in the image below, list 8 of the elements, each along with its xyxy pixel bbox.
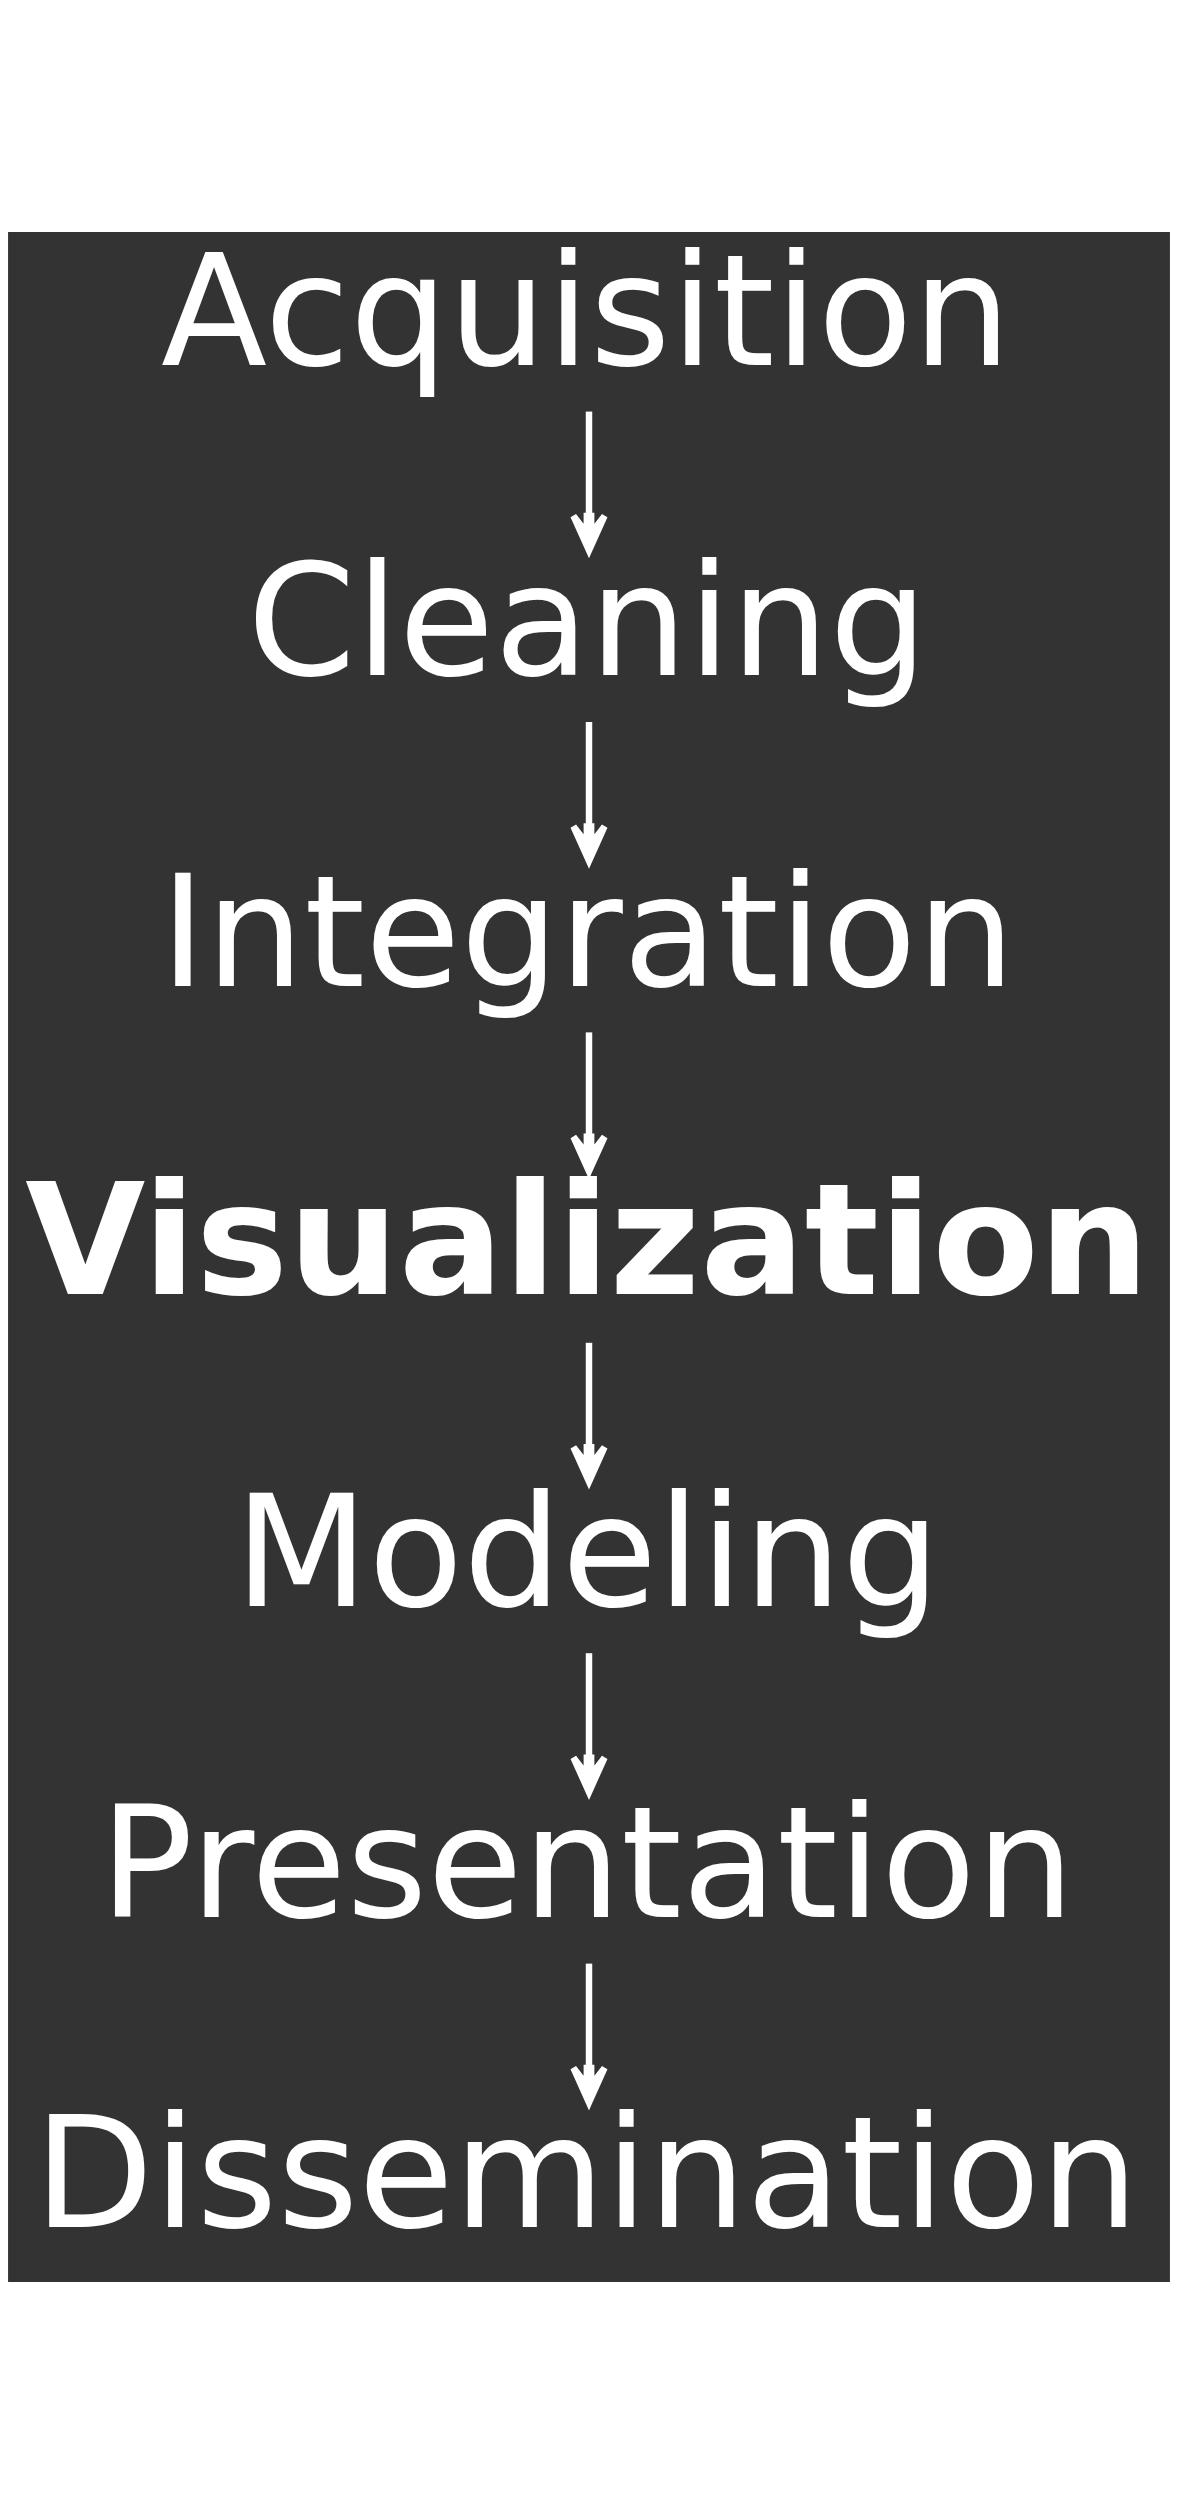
node-text: Integration bbox=[160, 841, 1016, 1023]
node-text: Presentation bbox=[99, 1772, 1075, 1954]
node-text: Cleaning bbox=[247, 531, 928, 713]
node-text: Dissemination bbox=[33, 2083, 1139, 2265]
arrow bbox=[570, 1032, 608, 1175]
node-text: Modeling bbox=[234, 1462, 941, 1644]
node-text: Acquisition bbox=[161, 220, 1012, 402]
node-text: Visualization bbox=[25, 1149, 1150, 1331]
